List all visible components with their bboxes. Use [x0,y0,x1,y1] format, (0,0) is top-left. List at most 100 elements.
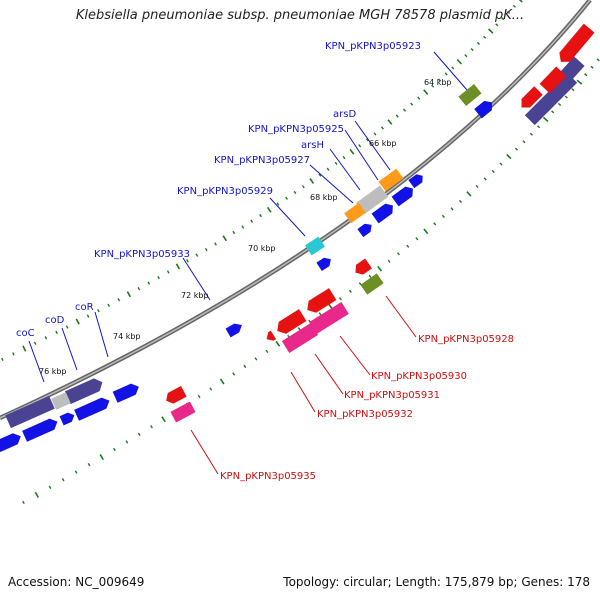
kbp-label-70: 70 kbp [248,244,276,253]
gene-kpn05927[interactable] [357,221,374,238]
gene-kpn05929[interactable] [316,255,333,272]
tick-mark-0-37 [250,219,254,223]
tick-mark-1-25 [423,228,429,235]
tick-mark-0-13 [437,78,441,82]
tick-mark-0-0 [518,0,523,3]
gene-coR-cog[interactable] [64,376,105,405]
tick-mark-1-20 [466,191,472,197]
tick-mark-0-7 [476,41,481,45]
kbp-label-76: 76 kbp [39,367,67,376]
gene-kpn05923-cog[interactable] [458,84,482,106]
gene-arsD[interactable] [408,172,425,189]
gene-label-kpn05927[interactable]: KPN_pKPN3p05927 [214,155,310,166]
gene-label-kpn05932[interactable]: KPN_pKPN3p05932 [317,409,413,420]
tick-mark-0-56 [65,325,69,329]
tick-mark-0-27 [334,161,338,166]
gene-kpn05930-cog[interactable] [309,301,349,335]
gene-kpn05930[interactable] [304,288,337,316]
gene-coD[interactable] [74,395,112,421]
tick-mark-0-45 [175,263,181,270]
tick-mark-0-25 [349,148,355,155]
gene-coD-cog[interactable] [51,392,71,410]
gene-kpn05925[interactable] [391,184,417,207]
gene-label-arsD[interactable]: arsD [333,109,356,120]
gene-kpn05931-cog[interactable] [281,323,319,353]
gene-left-forward[interactable] [0,431,23,454]
gene-kpn05929-cog[interactable] [305,236,325,256]
tick-mark-0-34 [276,202,280,206]
tick-mark-1-50 [161,416,166,423]
tick-mark-1-8 [557,102,562,107]
gene-topright-red-3[interactable] [539,66,567,94]
gene-coR[interactable] [112,381,142,403]
gene-kpn05923[interactable] [474,98,496,119]
tick-mark-0-39 [232,230,236,235]
gene-kpn05928-cog[interactable] [360,273,384,295]
gene-label-coD[interactable]: coD [45,315,65,326]
gene-label-kpn05925[interactable]: KPN_pKPN3p05925 [248,124,344,135]
tick-mark-0-40 [222,235,227,242]
gene-coC[interactable] [22,416,60,442]
tick-mark-0-30 [309,178,315,184]
gene-label-kpn05933[interactable]: KPN_pKPN3p05933 [94,249,190,260]
tick-mark-0-16 [417,96,421,100]
gene-arsH[interactable] [371,201,397,224]
tick-mark-1-38 [297,327,301,331]
gene-kpn05933[interactable] [225,321,245,338]
gene-arsD-cog[interactable] [378,168,404,192]
tick-mark-0-8 [470,48,474,52]
tick-mark-0-62 [1,357,4,362]
tick-mark-0-11 [451,66,455,70]
tick-mark-1-35 [327,303,333,310]
tick-mark-0-20 [387,119,393,125]
gene-kpn05935[interactable] [163,386,187,406]
gene-label-kpn05930[interactable]: KPN_pKPN3p05930 [371,371,467,382]
tick-mark-0-53 [97,309,100,313]
gene-label-arsH[interactable]: arsH [301,140,324,151]
gene-label-coC[interactable]: coC [16,328,35,339]
tick-mark-1-17 [491,169,495,174]
gene-label-kpn05923[interactable]: KPN_pKPN3p05923 [325,41,421,52]
gene-topright-red-2[interactable] [517,86,543,111]
gene-label-kpn05928[interactable]: KPN_pKPN3p05928 [418,334,514,345]
gene-topright-red-1[interactable] [555,23,595,67]
tick-mark-1-21 [458,199,463,203]
gene-label-kpn05929[interactable]: KPN_pKPN3p05929 [177,186,273,197]
tick-mark-1-2 [596,58,600,62]
tick-mark-0-22 [373,132,377,136]
gene-label-kpn05935[interactable]: KPN_pKPN3p05935 [220,471,316,482]
gene-kpn05931[interactable] [274,309,307,337]
tick-mark-1-13 [522,140,526,144]
kbp-label-72: 72 kbp [181,291,209,300]
gene-coC-cog[interactable] [5,395,55,429]
tick-mark-1-52 [137,432,141,436]
tick-mark-0-19 [395,114,399,118]
tick-mark-0-44 [186,259,189,263]
tick-mark-1-7 [564,95,568,99]
tick-mark-1-54 [113,447,116,452]
tick-mark-1-31 [368,274,372,278]
tick-mark-1-4 [584,73,588,77]
tick-mark-0-1 [512,4,516,8]
tick-mark-1-14 [514,147,518,151]
tick-mark-0-35 [266,206,272,213]
gene-kpn05935-cog[interactable] [170,401,196,423]
gene-label-kpn05931[interactable]: KPN_pKPN3p05931 [344,390,440,401]
gene-kpn05928[interactable] [352,258,372,277]
tick-mark-1-18 [483,177,487,181]
gene-label-coR[interactable]: coR [75,302,94,313]
tick-mark-1-46 [209,387,213,391]
tick-mark-1-45 [219,378,225,385]
tick-mark-1-27 [406,244,410,248]
gene-arsH-cog[interactable] [355,185,389,215]
tick-mark-1-41 [265,349,269,353]
tick-mark-1-47 [197,394,201,399]
tick-mark-1-61 [22,500,25,505]
gene-coD2[interactable] [59,411,77,426]
gene-kpn05932[interactable] [264,330,277,344]
gene-kpn05927-cog[interactable] [344,202,366,224]
tick-mark-0-23 [365,138,369,142]
tick-mark-0-61 [12,352,15,356]
tick-mark-1-5 [576,79,583,85]
tick-mark-1-11 [537,125,541,129]
